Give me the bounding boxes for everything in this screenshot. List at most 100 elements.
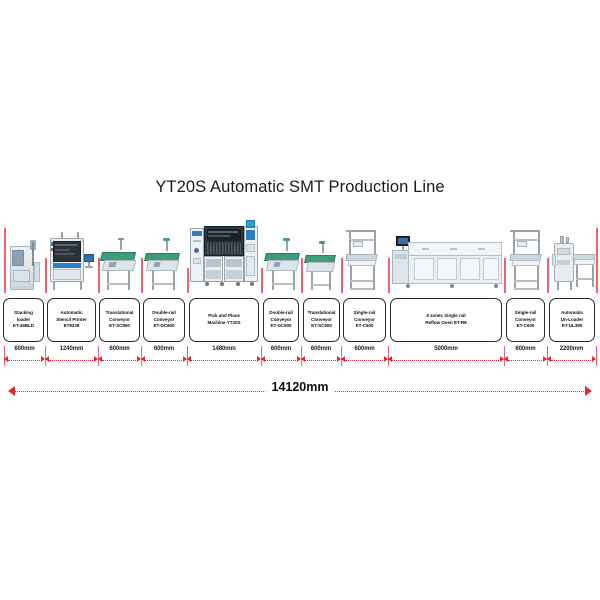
segment-divider	[341, 258, 343, 293]
dimension-segment: 600mm	[504, 346, 547, 366]
dimension-value: 600mm	[270, 346, 292, 352]
machine-double-rail-conveyor-dc800	[144, 238, 182, 290]
arrow-right-icon	[384, 356, 388, 362]
segment-divider	[547, 258, 549, 293]
segment-divider	[98, 258, 100, 293]
station-name-line2: Stencil Printer	[56, 316, 87, 322]
station-label-double-rail-conveyor-dc600: Double-rail Conveyor ET-DC600	[263, 298, 299, 342]
arrow-right-icon	[543, 356, 547, 362]
arrow-right-icon	[137, 356, 141, 362]
station-name-line1: 8 zones Single rail	[426, 313, 466, 319]
arrow-right-icon	[585, 386, 592, 396]
arrow-right-icon	[257, 356, 261, 362]
station-name-line2: Conveyor	[354, 316, 375, 322]
dimension-value: 600mm	[310, 346, 332, 352]
station-label-pick-and-place: Pick and Place Machine YT20S	[189, 298, 259, 342]
segment-divider	[388, 258, 390, 293]
total-dimension-value: 14120mm	[271, 380, 329, 394]
machine-single-rail-conveyor-c600-b	[508, 230, 544, 290]
station-model: ET-SC600	[311, 323, 332, 329]
station-model: ET8238	[63, 323, 80, 329]
dimension-value: 600mm	[354, 346, 375, 352]
segment-divider	[141, 258, 143, 293]
dimension-line	[550, 359, 593, 361]
dimension-segment: 600mm	[261, 346, 301, 366]
arrow-right-icon	[297, 356, 301, 362]
station-name-line2: Un-Loader	[560, 316, 584, 322]
station-name-line1: Automatic	[560, 309, 583, 315]
station-label-translational-conveyor-sc600: Translational Conveyor ET-SC600	[303, 298, 340, 342]
station-name-line2: Reflow Oven ET-R8	[425, 320, 467, 325]
station-name-line1: Stacking	[14, 309, 33, 315]
dimension-line	[507, 359, 544, 361]
arrow-left-icon	[301, 356, 305, 362]
arrow-left-icon	[187, 356, 191, 362]
station-model: ET-C600	[355, 323, 374, 329]
station-label-automatic-unloader: Automatic Un-Loader ET-UL390	[549, 298, 595, 342]
dimension-segment: 5000mm	[388, 346, 504, 366]
station-model: ET-UL390	[561, 323, 583, 329]
machine-reflow-oven	[392, 236, 502, 290]
machine-single-rail-conveyor-c600-a	[344, 230, 380, 290]
dimension-segment: 600mm	[141, 346, 187, 366]
dimension-line	[190, 359, 258, 361]
dimension-segment: 600mm	[98, 346, 141, 366]
station-label-stacking-loader: Stacking loader ET-46BLD	[3, 298, 44, 342]
segment-divider	[504, 258, 506, 293]
dimension-line	[7, 359, 42, 361]
dimension-value: 2200mm	[559, 346, 584, 352]
segment-divider	[596, 228, 598, 293]
station-model: ET-46BLD	[12, 323, 35, 329]
arrow-left-icon	[547, 356, 551, 362]
arrow-left-icon	[8, 386, 15, 396]
dimension-segment: 1240mm	[45, 346, 98, 366]
dimension-segment: 600mm	[4, 346, 45, 366]
machine-pick-and-place	[190, 220, 258, 290]
dimension-line	[48, 359, 95, 361]
dimension-value: 600mm	[14, 346, 35, 352]
dimension-segment: 1480mm	[187, 346, 261, 366]
station-label-double-rail-conveyor-dc800: Double-rail Conveyor ET-DC800	[143, 298, 185, 342]
dimension-line	[304, 359, 338, 361]
dimension-value: 5000mm	[434, 346, 458, 352]
page-title: YT20S Automatic SMT Production Line	[155, 178, 445, 196]
station-model: ET-DC600	[270, 323, 292, 329]
dimension-segment: 2200mm	[547, 346, 596, 366]
arrow-right-icon	[592, 356, 596, 362]
segment-divider	[45, 258, 47, 293]
segment-divider	[4, 228, 6, 293]
arrow-left-icon	[261, 356, 265, 362]
station-label-translational-conveyor-sc800: Translational Conveyor ET-SC800	[99, 298, 140, 342]
total-dimension-value-wrap: 14120mm	[265, 380, 335, 394]
station-name-line1: Translational	[307, 309, 336, 315]
station-name-line2: Conveyor	[109, 316, 130, 322]
station-name-line1: Translational	[105, 309, 134, 315]
segment-divider	[301, 258, 303, 293]
machine-translational-conveyor-sc600	[304, 240, 338, 290]
station-name-line1: Single-rail	[353, 309, 376, 315]
dimension-value: 1480mm	[212, 346, 236, 352]
machine-double-rail-conveyor-dc600	[264, 238, 302, 290]
dimension-value: 1240mm	[59, 346, 84, 352]
station-label-reflow-oven: 8 zones Single rail Reflow Oven ET-R8	[390, 298, 502, 342]
dimension-value: 600mm	[109, 346, 130, 352]
arrow-left-icon	[341, 356, 345, 362]
dimension-segment: 600mm	[301, 346, 341, 366]
arrow-left-icon	[141, 356, 145, 362]
arrow-left-icon	[98, 356, 102, 362]
arrow-right-icon	[183, 356, 187, 362]
dimension-line	[264, 359, 298, 361]
station-model: ET-C600	[516, 323, 535, 329]
arrow-right-icon	[500, 356, 504, 362]
station-name-line1: Double-rail	[269, 309, 293, 315]
station-label-row: Stacking loader ET-46BLD Automatic Stenc…	[0, 298, 600, 344]
station-name-line1: Single-rail	[514, 309, 537, 315]
station-name-line1: Automatic	[60, 309, 83, 315]
dimension-line	[101, 359, 138, 361]
dimension-line	[344, 359, 385, 361]
station-label-single-rail-conveyor-c600-a: Single-rail Conveyor ET-C600	[343, 298, 386, 342]
station-name-line2: loader	[16, 316, 31, 322]
machine-automatic-unloader	[552, 236, 596, 290]
arrow-left-icon	[4, 356, 8, 362]
